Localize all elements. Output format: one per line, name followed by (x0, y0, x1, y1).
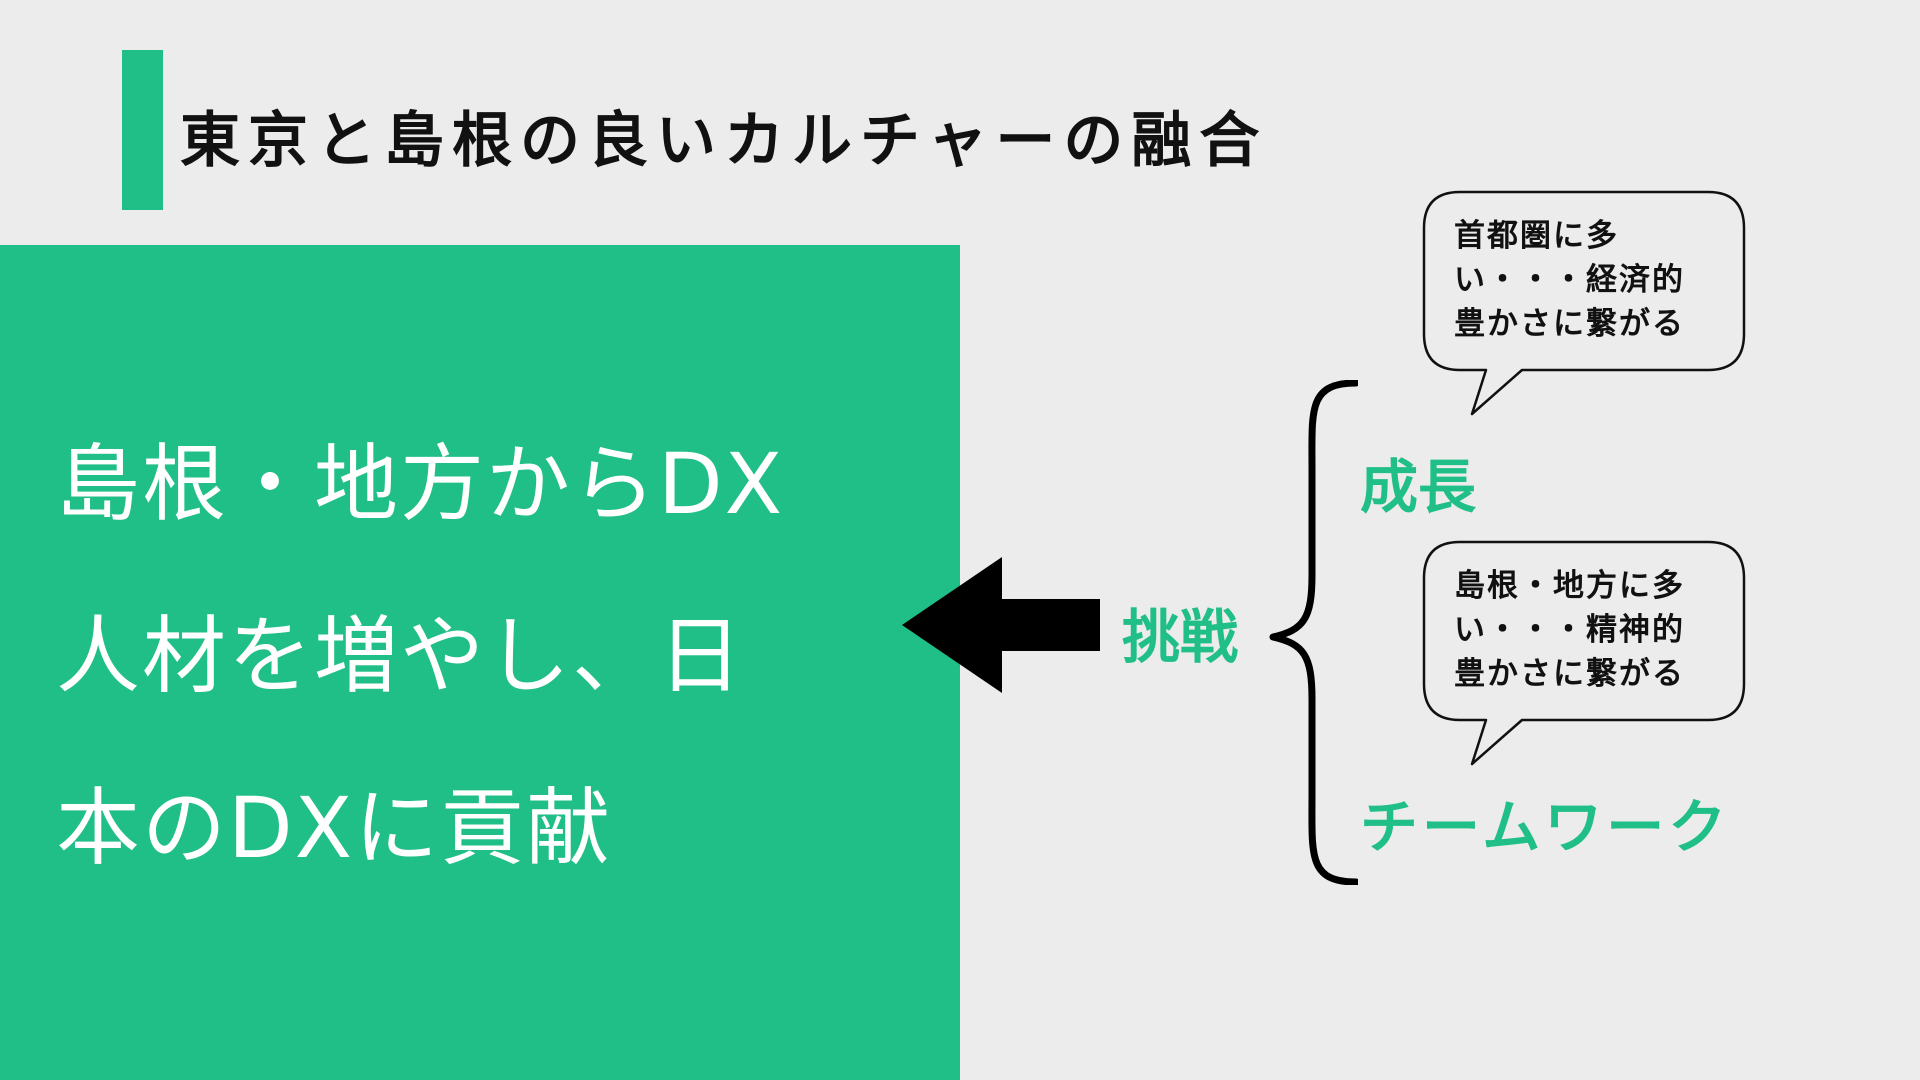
bubble-text-teamwork: 島根・地方に多 い・・・精神的 豊かさに繋がる (1454, 564, 1685, 696)
bubble-growth-line-3: 豊かさに繋がる (1454, 306, 1685, 342)
curly-brace-icon (1269, 380, 1358, 885)
main-message-line-1: 島根・地方からDX (56, 435, 785, 533)
bubble-growth-line-1: 首都圏に多 (1454, 218, 1619, 254)
main-message: 島根・地方からDX 人材を増やし、日 本のDXに貢献 (56, 398, 946, 914)
bubble-teamwork-line-1: 島根・地方に多 (1454, 568, 1685, 604)
title-accent-bar (122, 50, 163, 210)
bubble-teamwork-line-3: 豊かさに繋がる (1454, 656, 1685, 692)
growth-label: 成長 (1360, 453, 1477, 521)
bubble-text-growth: 首都圏に多 い・・・経済的 豊かさに繋がる (1454, 214, 1685, 346)
main-message-line-3: 本のDXに貢献 (56, 779, 613, 877)
teamwork-label: チームワーク (1360, 793, 1731, 861)
bubble-teamwork-line-2: い・・・精神的 (1454, 612, 1685, 648)
speech-bubble-teamwork (1422, 540, 1746, 766)
main-message-panel (0, 245, 960, 1080)
main-message-line-2: 人材を増やし、日 (56, 607, 745, 705)
arrow-left-icon (902, 557, 1100, 693)
speech-bubble-growth (1422, 190, 1746, 416)
bubble-growth-line-2: い・・・経済的 (1454, 262, 1685, 298)
challenge-label: 挑戦 (1122, 603, 1239, 671)
slide-title: 東京と島根の良いカルチャーの融合 (180, 106, 1268, 176)
